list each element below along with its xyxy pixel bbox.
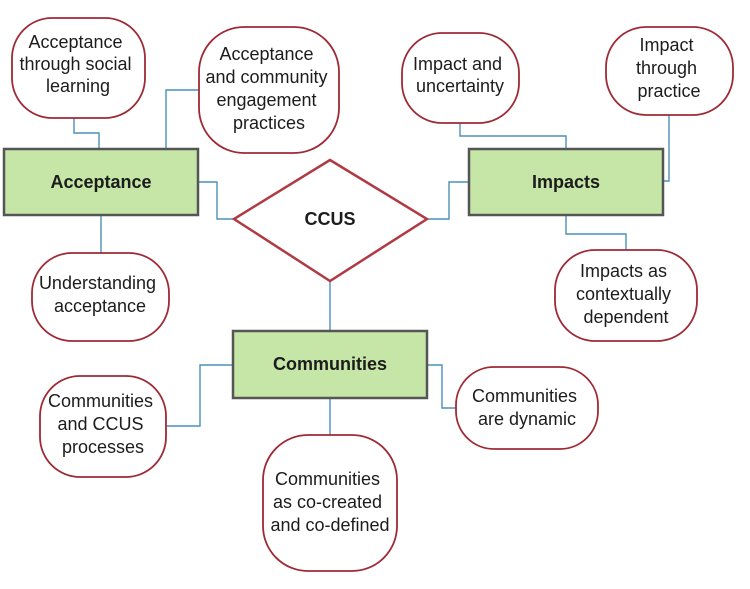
subtheme-acceptance-understanding: Understanding acceptance: [31, 252, 170, 342]
subtheme-impacts-practice: Impact through practice: [605, 26, 734, 116]
subtheme-line: Impacts as: [580, 261, 667, 281]
subtheme-line: and community: [205, 67, 327, 87]
svg-text:Acceptance and community: Acceptance and community engagement prac…: [205, 44, 332, 133]
subtheme-line: Impact and: [413, 54, 502, 74]
subtheme-communities-processes: Communities and CCUS processes: [39, 375, 167, 478]
subtheme-line: contextually: [576, 284, 671, 304]
subtheme-communities-cocreated: Communities as co-created and co-defined: [262, 434, 398, 572]
subtheme-acceptance-engagement: Acceptance and community engagement prac…: [198, 26, 340, 154]
subtheme-line: and CCUS: [57, 414, 143, 434]
subtheme-acceptance-social-learning: Acceptance through social learning: [11, 17, 146, 119]
svg-text:Acceptance through socia: Acceptance through social learning: [19, 32, 136, 96]
subtheme-communities-dynamic: Communities are dynamic: [455, 366, 599, 450]
svg-text:Impact and uncertainty: Impact and uncertainty: [413, 54, 507, 96]
subtheme-line: uncertainty: [416, 76, 504, 96]
subtheme-line: processes: [62, 437, 144, 457]
theme-communities: Communities: [231, 329, 429, 400]
subtheme-line: learning: [46, 76, 110, 96]
subtheme-line: practice: [637, 81, 700, 101]
connector-communities-processes: [166, 364, 233, 427]
theme-communities-label: Communities: [273, 354, 387, 374]
theme-acceptance: Acceptance: [2, 147, 200, 217]
subtheme-line: Acceptance: [219, 44, 313, 64]
svg-text:Communities as co-create: Communities as co-created and co-defined: [270, 469, 389, 535]
theme-impacts: Impacts: [467, 147, 665, 217]
theme-acceptance-box: [2, 147, 200, 217]
connector-impacts-contextual: [565, 215, 627, 250]
ccus-node: CCUS: [231, 158, 430, 283]
subtheme-line: Understanding: [39, 273, 156, 293]
subtheme-line: acceptance: [54, 296, 146, 316]
svg-text:Understanding acceptance: Understanding acceptance: [39, 273, 161, 316]
subtheme-line: Communities: [275, 469, 380, 489]
theme-impacts-box: [467, 147, 665, 217]
subtheme-line: and co-defined: [270, 515, 389, 535]
ccus-label: CCUS: [304, 209, 355, 229]
subtheme-line: are dynamic: [478, 409, 576, 429]
ccus-diamond: [231, 158, 430, 283]
connector-acceptance-social-learning: [73, 118, 100, 149]
theme-impacts-label: Impacts: [532, 172, 600, 192]
subtheme-line: Communities: [48, 391, 153, 411]
subtheme-line: through: [636, 58, 697, 78]
subtheme-line: Communities: [472, 386, 577, 406]
subtheme-line: as co-created: [273, 492, 382, 512]
subtheme-line: engagement: [216, 90, 316, 110]
svg-text:Communities are dynamic: Communities are dynamic: [472, 386, 582, 429]
subtheme-line: dependent: [583, 307, 668, 327]
connector-impacts-uncertainty: [459, 123, 567, 149]
connectors: [73, 89, 670, 435]
theme-communities-box: [231, 329, 429, 400]
svg-text:Impact through pra: Impact through practice: [636, 35, 702, 101]
svg-text:Impacts as contextually: Impacts as contextually dependent: [576, 261, 676, 327]
theme-acceptance-label: Acceptance: [50, 172, 151, 192]
subtheme-line: Impact: [639, 35, 693, 55]
subtheme-line: practices: [233, 113, 305, 133]
connector-impacts-practice: [663, 115, 670, 182]
subtheme-impacts-contextual: Impacts as contextually dependent: [554, 249, 698, 342]
svg-text:Communities and CCUS: Communities and CCUS processes: [48, 391, 158, 457]
subtheme-impacts-uncertainty: Impact and uncertainty: [401, 32, 520, 124]
connector-communities-dynamic: [427, 364, 456, 409]
connector-impacts-ccus: [427, 181, 469, 220]
connector-acceptance-engagement: [165, 89, 199, 149]
subtheme-line: through social: [19, 54, 131, 74]
subtheme-line: Acceptance: [28, 32, 122, 52]
connector-acceptance-ccus: [198, 181, 234, 220]
